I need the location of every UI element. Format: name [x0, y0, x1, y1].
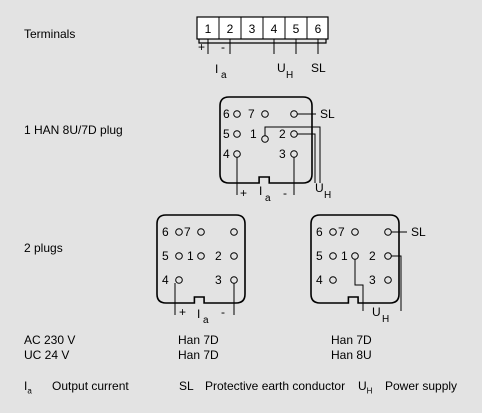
plug-a-plus-label: + [179, 305, 186, 319]
plug-b-pin-5 [329, 252, 337, 260]
plug-b-supply-label: U [372, 305, 381, 319]
plug-b-pin-number-6: 6 [316, 225, 323, 239]
plug-a-pin-number-4: 4 [162, 273, 169, 287]
single-minus-label: - [283, 186, 287, 200]
terminal-supply-sub: H [286, 70, 293, 81]
legend-text-supply: Power supply [385, 379, 458, 393]
section-label-single-plug: 1 HAN 8U/7D plug [24, 123, 123, 137]
legend-text-earth: Protective earth conductor [205, 379, 346, 393]
plug-b-pin-2 [384, 252, 392, 260]
plug-a-pin-number-6: 6 [162, 225, 169, 239]
terminal-number-4: 4 [271, 22, 278, 36]
plug-a-pin-number-2: 2 [215, 249, 222, 263]
single-pin-number-2: 2 [279, 127, 286, 141]
plug-b-pin-7 [351, 228, 359, 236]
plug-a-pin-number-1: 1 [187, 249, 194, 263]
single-supply-sub: H [324, 190, 331, 201]
single-pin-2 [290, 130, 298, 138]
plug-a-outline [156, 214, 246, 304]
plug-a-pin-5 [175, 252, 183, 260]
plug-a-pin-number-3: 3 [215, 273, 222, 287]
single-current-sub: a [265, 193, 271, 204]
plug-a-uc: Han 7D [178, 348, 219, 362]
plug-b-pin-number-4: 4 [316, 273, 323, 287]
terminal-current-sub: a [221, 70, 227, 81]
plug-b-pin-number-7: 7 [338, 225, 345, 239]
terminal-supply-label: U [277, 61, 286, 75]
plug-a-pin-2 [230, 252, 238, 260]
terminal-plus-label: + [198, 40, 205, 54]
single-wire-supply-a [264, 126, 321, 183]
single-pin-6 [233, 110, 241, 118]
single-pin-7 [261, 110, 269, 118]
legend-text-current: Output current [52, 379, 129, 393]
plug-b-pin-3 [384, 276, 392, 284]
terminal-number-2: 2 [227, 22, 234, 36]
legend-symbol-earth: SL [179, 379, 194, 393]
plug-a-pin-number-7: 7 [184, 225, 191, 239]
plug-a-current-label: I [197, 307, 200, 321]
single-plug-outline [219, 96, 313, 184]
legend-symbol-current: Ia [24, 379, 32, 396]
single-pin-number-4: 4 [223, 147, 230, 161]
plug-b-pin-1 [351, 252, 359, 260]
single-pin-3 [290, 150, 298, 158]
terminal-number-1: 1 [205, 22, 212, 36]
voltage-label-uc: UC 24 V [24, 348, 70, 362]
single-pin-number-7: 7 [248, 107, 255, 121]
terminal-number-3: 3 [249, 22, 256, 36]
single-supply-label: U [315, 181, 324, 195]
plug-b-uc: Han 8U [331, 348, 372, 362]
plug-b-pin-number-1: 1 [341, 249, 348, 263]
section-label-terminals: Terminals [24, 27, 76, 41]
plug-b-pin-number-3: 3 [369, 273, 376, 287]
voltage-label-ac: AC 230 V [24, 333, 76, 347]
plug-a-pin-number-5: 5 [162, 249, 169, 263]
single-pin-4 [233, 150, 241, 158]
plug-b-outline [310, 214, 400, 304]
plug-a-current-sub: a [203, 315, 209, 326]
plug-a-ac: Han 7D [178, 333, 219, 347]
plug-a-pin-pe [230, 228, 238, 236]
single-plus-label: + [240, 186, 247, 200]
single-pin-5 [233, 130, 241, 138]
single-pin-number-6: 6 [223, 107, 230, 121]
single-pin-number-1: 1 [250, 127, 257, 141]
plug-a-pin-3 [230, 276, 238, 284]
single-pin-number-3: 3 [279, 147, 286, 161]
legend-symbol-supply: UH [358, 379, 373, 396]
plug-a-minus-label: - [221, 305, 225, 319]
single-earth-label: SL [320, 107, 335, 121]
plug-b-pin-6 [329, 228, 337, 236]
single-current-label: I [259, 184, 262, 198]
terminal-earth-label: SL [311, 61, 326, 75]
plug-b-pin-number-5: 5 [316, 249, 323, 263]
single-pin-number-5: 5 [223, 127, 230, 141]
plug-b-pin-number-2: 2 [369, 249, 376, 263]
plug-b-earth-label: SL [411, 225, 426, 239]
terminal-number-5: 5 [293, 22, 300, 36]
terminal-strip-base [198, 39, 327, 44]
plug-b-pin-4 [329, 276, 337, 284]
plug-b-wire-supply-b [391, 255, 402, 311]
single-wire-supply-b [297, 133, 316, 183]
plug-a-pin-7 [197, 228, 205, 236]
plug-b-ac: Han 7D [331, 333, 372, 347]
single-pin-pe [290, 110, 298, 118]
terminal-number-6: 6 [315, 22, 322, 36]
section-label-two-plugs: 2 plugs [24, 241, 63, 255]
plug-a-pin-4 [175, 276, 183, 284]
plug-a-pin-6 [175, 228, 183, 236]
terminal-minus-label: - [221, 40, 225, 54]
plug-b-pin-pe [384, 228, 392, 236]
single-pin-1 [261, 135, 269, 143]
plug-a-pin-1 [197, 252, 205, 260]
plug-b-wire-supply-a [354, 259, 364, 311]
plug-b-supply-sub: H [382, 314, 389, 325]
terminal-current-label: I [215, 62, 218, 76]
